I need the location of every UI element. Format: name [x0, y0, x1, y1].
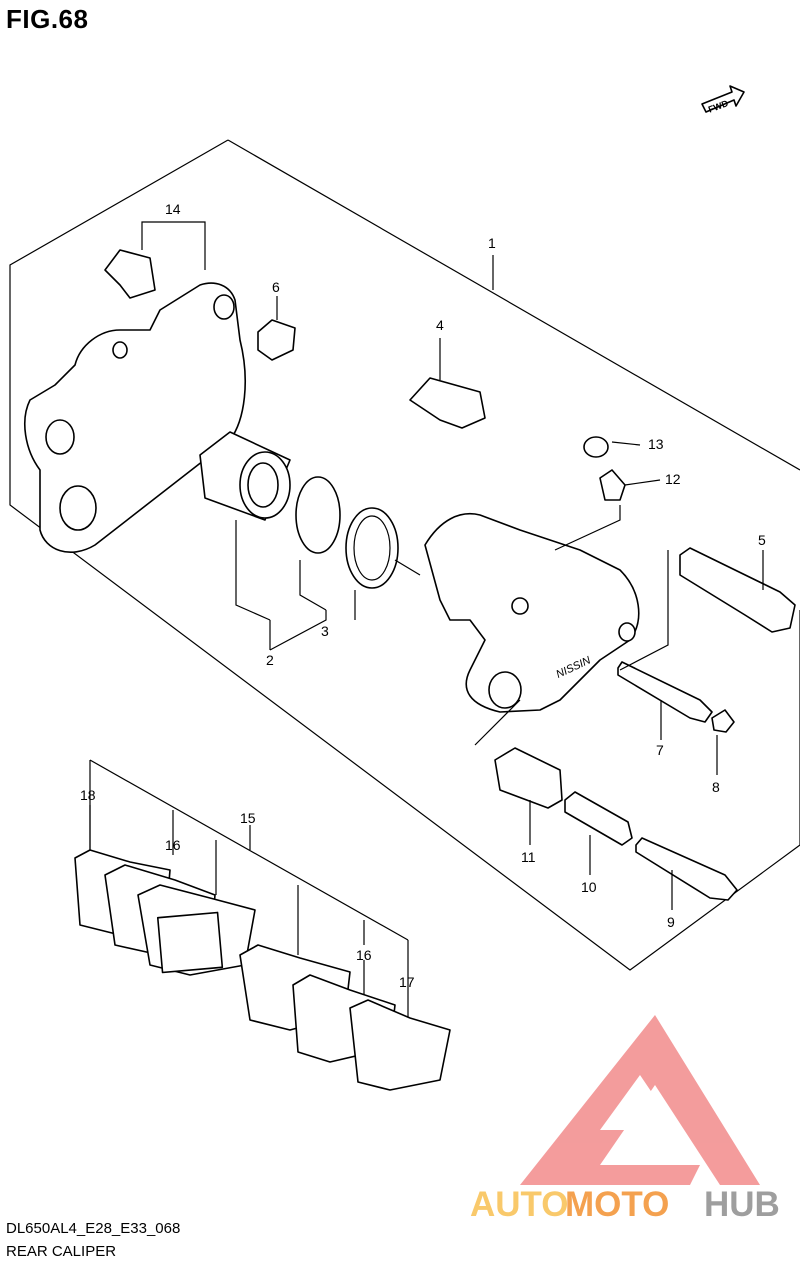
callout-11: 11: [521, 849, 536, 865]
fwd-arrow-icon: FWD: [701, 85, 745, 115]
callout-16b: 16: [356, 947, 372, 963]
callout-3: 3: [321, 623, 329, 639]
model-code: DL650AL4_E28_E33_068: [6, 1220, 181, 1237]
watermark-hub: HUB: [704, 1185, 780, 1224]
brake-pad-rear: [239, 944, 451, 1091]
bleeder-cap: [583, 436, 609, 458]
callout-4: 4: [436, 317, 444, 333]
pin-sleeve: [564, 791, 633, 846]
callout-10: 10: [581, 879, 597, 895]
callout-17: 17: [399, 974, 415, 990]
pad-spring: [409, 377, 486, 429]
callout-1: 1: [488, 235, 496, 251]
callout-12: 12: [665, 471, 681, 487]
brake-pad-spring-plate: [104, 249, 156, 299]
callout-16a: 16: [165, 837, 181, 853]
brake-pad-front: [74, 849, 256, 976]
callout-18: 18: [80, 787, 96, 803]
mounting-bolt: [635, 837, 738, 901]
callout-8: 8: [712, 779, 720, 795]
callout-6: 6: [272, 279, 280, 295]
automotohub-logo-icon: [520, 1015, 760, 1185]
caliper-bracket: [24, 282, 246, 554]
figure-title: FIG.68: [6, 4, 89, 34]
bleeder-boot: [257, 319, 296, 361]
pin-boot: [494, 747, 563, 809]
dust-seal: [345, 507, 399, 589]
diagram-caption: REAR CALIPER: [6, 1243, 117, 1260]
caliper-body: NISSIN: [424, 513, 640, 713]
callout-14: 14: [165, 201, 181, 217]
piston-seal: [295, 476, 341, 554]
caliper-piston: [199, 431, 291, 521]
callout-9: 9: [667, 914, 675, 930]
caliper-bolt: [617, 661, 713, 723]
callout-15: 15: [240, 810, 256, 826]
automotohub-watermark: AUTO MOTO HUB: [470, 1185, 780, 1224]
bleeder-valve: [599, 469, 626, 501]
watermark-auto: AUTO: [470, 1185, 569, 1224]
assembly-frame: [9, 139, 800, 971]
bolt-cap: [711, 709, 735, 733]
callout-7: 7: [656, 742, 664, 758]
leader-lines: [89, 221, 764, 995]
callout-2: 2: [266, 652, 274, 668]
watermark-moto: MOTO: [565, 1185, 669, 1224]
callout-5: 5: [758, 532, 766, 548]
caliper-pin: [679, 547, 796, 633]
callout-13: 13: [648, 436, 664, 452]
